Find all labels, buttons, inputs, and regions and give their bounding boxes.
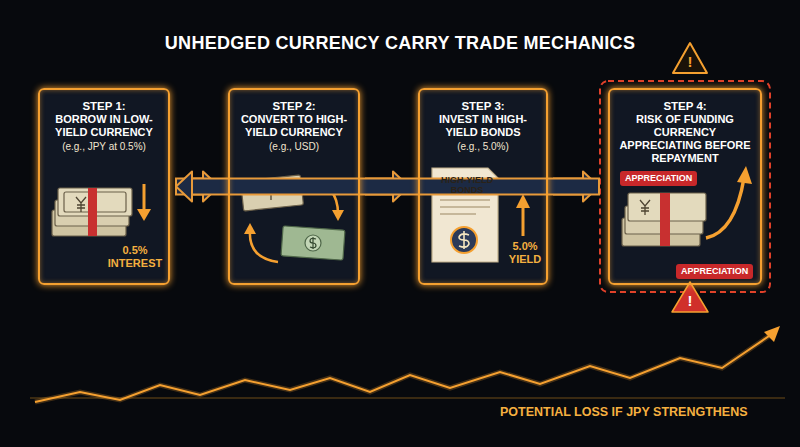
step-text: STEP 1: [46,99,162,113]
step-text: STEP 4: [616,99,754,113]
step-box: STEP 2:CONVERT TO HIGH-YIELD CURRENCY(e.… [228,88,360,285]
head-text: INVEST IN HIGH-YIELD BONDS [426,113,540,139]
doctxt-text: HIGH-YIELD BONDS [438,175,496,195]
warning-badge: APPRECIATION [676,264,753,279]
head-text: CONVERT TO HIGH-YIELD CURRENCY [236,113,352,139]
pct-text: 5.0% YIELD [504,240,546,266]
step-box: STEP 3:INVEST IN HIGH-YIELD BONDS(e.g., … [418,88,548,285]
warning-mark: ! [684,54,696,70]
step-box: STEP 4:RISK OF FUNDING CURRENCY APPRECIA… [608,88,762,285]
warning-badge: APPRECIATION [620,171,697,186]
bond-document: HIGH-YIELD BONDS [434,168,500,264]
text-column: STEP 3:INVEST IN HIGH-YIELD BONDS(e.g., … [420,90,546,153]
step-text: STEP 2: [236,99,352,113]
step-box: STEP 1:BORROW IN LOW-YIELD CURRENCY(e.g.… [38,88,170,285]
head-text: RISK OF FUNDING CURRENCY APPRECIATING BE… [616,113,754,165]
sub-text: (e.g., JPY at 0.5%) [46,140,162,153]
text-column: STEP 1:BORROW IN LOW-YIELD CURRENCY(e.g.… [40,90,168,153]
sub-text: (e.g., 5.0%) [426,140,540,153]
flow-arrow [176,172,599,202]
sub-text: (e.g., USD) [236,140,352,153]
diagram-title: UNHEDGED CURRENCY CARRY TRADE MECHANICS [0,33,800,54]
warning-mark: ! [684,293,696,309]
loss-note: POTENTIAL LOSS IF JPY STRENGTHENS [500,405,748,419]
text-column: STEP 2:CONVERT TO HIGH-YIELD CURRENCY(e.… [230,90,358,153]
head-text: BORROW IN LOW-YIELD CURRENCY [46,113,162,139]
text-column: STEP 4:RISK OF FUNDING CURRENCY APPRECIA… [610,90,760,165]
step-text: STEP 3: [426,99,540,113]
pct-text: 0.5% INTEREST [106,244,164,270]
badgetxt-text: APPRECIATION [625,173,692,184]
badgetxt-text: APPRECIATION [681,266,748,277]
